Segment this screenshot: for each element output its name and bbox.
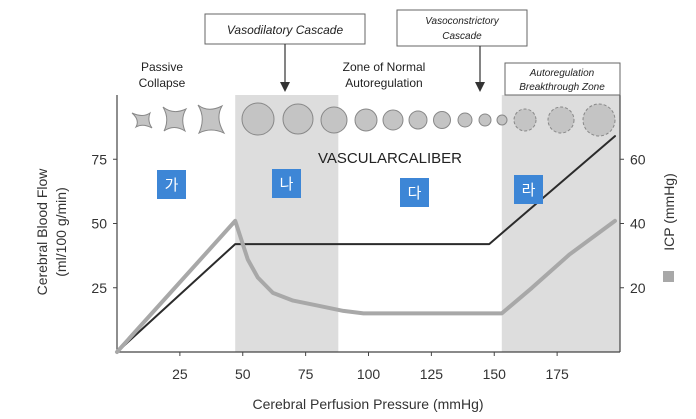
marker-2: 나 [272, 169, 301, 198]
zone-label-passive-2: Collapse [139, 76, 186, 90]
collapsed-vessel-icon [197, 104, 226, 135]
vascular-caliber-label: VASCULARCALIBER [318, 150, 462, 167]
constricted-vessel-icon [478, 113, 492, 127]
vasoconstrictory-label-2: Cascade [442, 31, 482, 42]
x-tick-label: 150 [483, 366, 507, 382]
y-ticks-left: 25 50 75 [91, 151, 117, 296]
y2-axis-title: ICP (mmHg) [661, 173, 677, 251]
x-tick-label: 50 [235, 366, 251, 382]
x-tick-label: 175 [545, 366, 569, 382]
breakthrough-vessel-icon [582, 103, 616, 137]
y-axis-title-line1: Cerebral Blood Flow [34, 168, 50, 296]
dilated-vessel-icon [282, 103, 314, 135]
marker-box [400, 178, 429, 207]
dilated-vessel-icon [320, 106, 348, 134]
x-tick-label: 75 [298, 366, 314, 382]
vasoconstrictory-label-1: Vasoconstrictory [425, 16, 500, 27]
y-axis-title-line2: (ml/100 g/min) [53, 187, 69, 276]
marker-text: 라 [522, 181, 536, 199]
breakthrough-label-1: Autoregulation [529, 68, 595, 79]
vasodilatory-label: Vasodilatory Cascade [227, 23, 344, 37]
shaded-band [235, 95, 339, 352]
vasodilatory-arrowhead [280, 82, 290, 92]
constricted-vessel-icon [496, 114, 508, 126]
zone-label-normal-1: Zone of Normal [343, 60, 426, 74]
marker-1: 가 [157, 170, 186, 199]
icp-line [115, 218, 617, 354]
shaded-bands [235, 95, 620, 352]
shaded-band [501, 95, 620, 352]
x-ticks: 25 50 75 100 125 150 175 [172, 352, 569, 382]
marker-text: 다 [408, 184, 422, 202]
collapsed-vessel-icon [131, 111, 153, 129]
constricted-vessel-icon [457, 112, 473, 128]
y2-tick-label: 20 [630, 280, 646, 296]
y-tick-label: 75 [91, 151, 107, 167]
marker-box [272, 169, 301, 198]
vessel-icon [354, 108, 378, 132]
vessel-row [131, 102, 616, 137]
y2-tick-label: 40 [630, 216, 646, 232]
marker-3: 다 [400, 178, 429, 207]
marker-box [157, 170, 186, 199]
zone-label-normal-2: Autoregulation [345, 76, 422, 90]
x-tick-label: 25 [172, 366, 188, 382]
marker-text: 나 [280, 175, 294, 193]
y-tick-label: 50 [91, 216, 107, 232]
y-ticks-right: 20 40 60 [620, 151, 646, 296]
vasoconstrictory-box [396, 9, 528, 47]
vessel-icon [408, 110, 428, 130]
x-tick-label: 100 [357, 366, 381, 382]
y-tick-label: 25 [91, 280, 107, 296]
series-lines [115, 135, 617, 354]
marker-box [514, 175, 543, 204]
vasoconstrictory-arrowhead [475, 82, 485, 92]
breakthrough-vessel-icon [513, 108, 537, 132]
marker-text: 가 [165, 176, 179, 194]
dilated-vessel-icon [241, 102, 275, 136]
cbf-line [116, 135, 616, 353]
zone-label-passive-1: Passive [141, 60, 183, 74]
x-axis-title: Cerebral Perfusion Pressure (mmHg) [252, 396, 483, 412]
x-tick-label: 125 [420, 366, 444, 382]
vessel-icon [382, 109, 404, 131]
breakthrough-label-2: Breakthrough Zone [519, 82, 605, 93]
breakthrough-vessel-icon [547, 106, 575, 134]
breakthrough-box [504, 62, 621, 96]
marker-4: 라 [514, 175, 543, 204]
vessel-icon [433, 111, 451, 129]
y2-legend-swatch [663, 271, 674, 282]
collapsed-vessel-icon [162, 106, 188, 133]
y2-tick-label: 60 [630, 151, 646, 167]
